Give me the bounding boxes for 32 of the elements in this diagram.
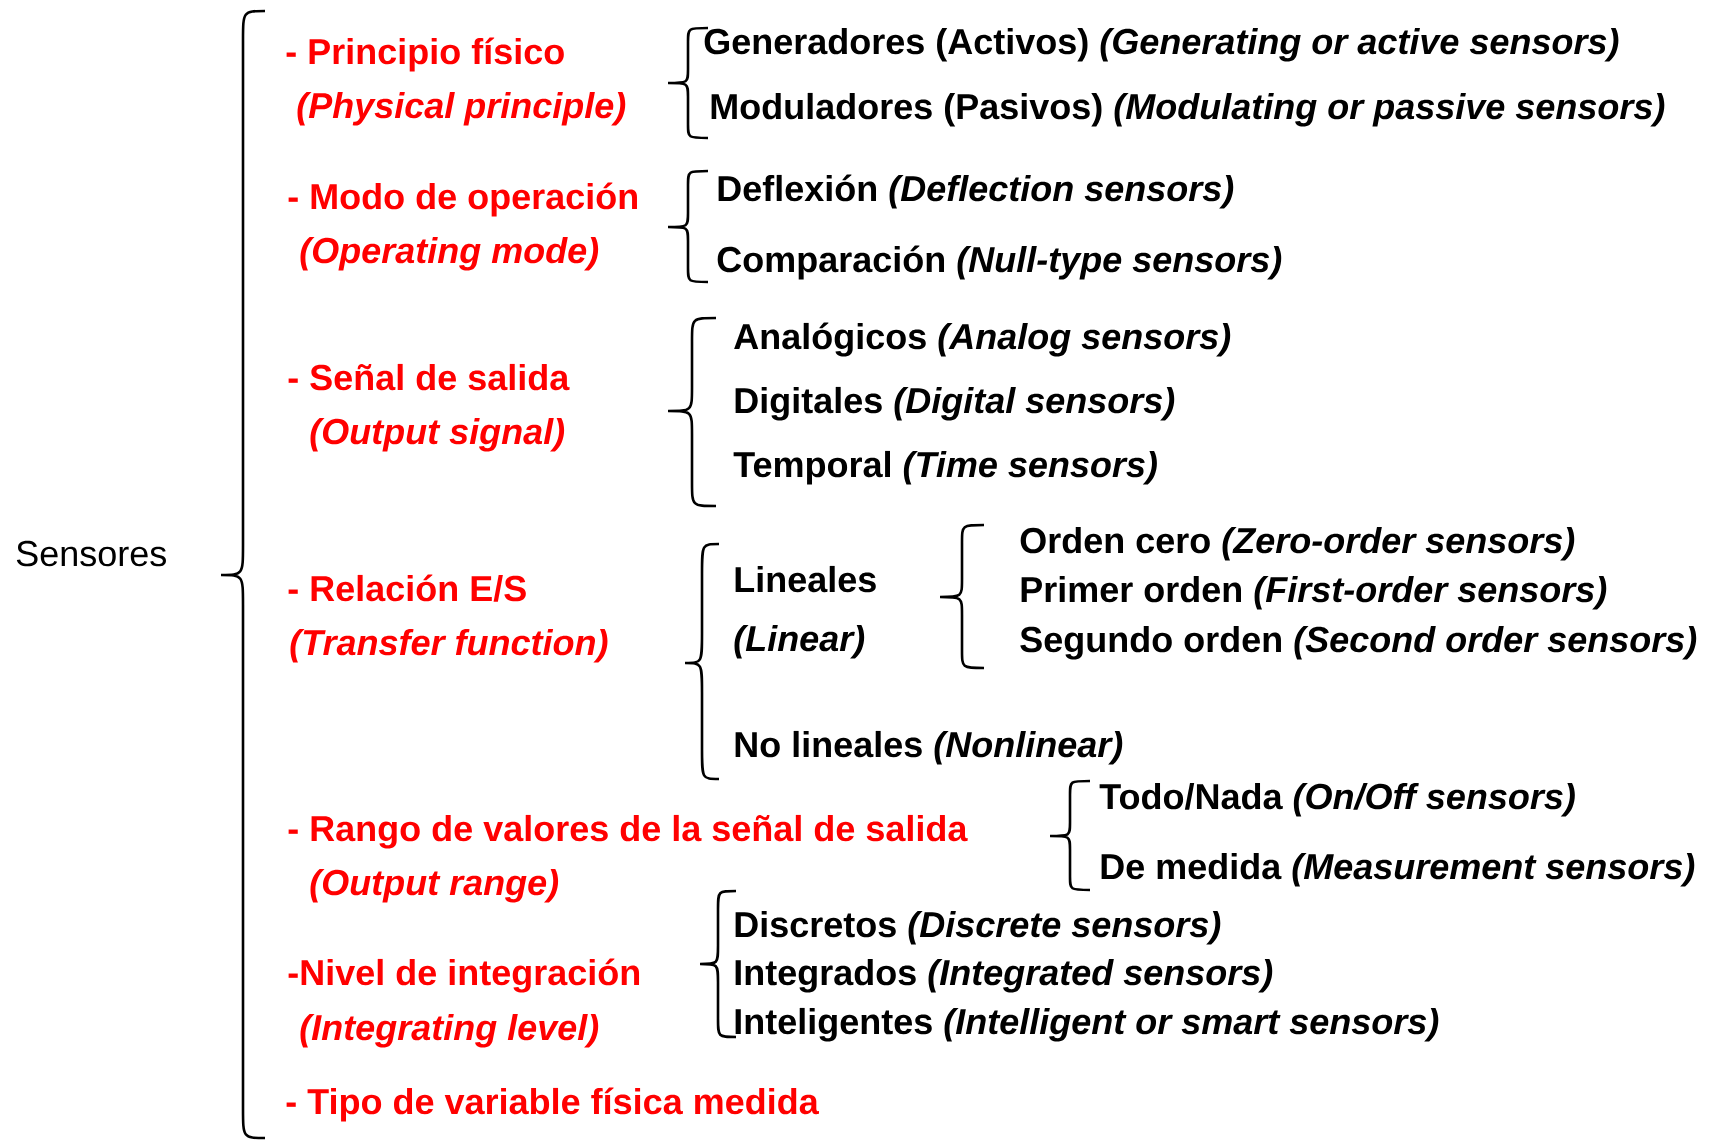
sensor-type-label: Generadores (Activos) (Generating or active sensors)	[704, 27, 1619, 62]
sensor-type-label: Moduladores (Pasivos) (Modulating or passive sensors)	[711, 92, 1665, 127]
category-label: (Transfer function)	[290, 628, 608, 663]
category-label: - Rango de valores de la señal de salida	[288, 814, 968, 849]
sensor-type-label: Integrados (Integrated sensors)	[735, 958, 1273, 993]
category-label: -Nivel de integración	[288, 958, 640, 993]
sensor-type-label: Primer orden (First-order sensors)	[1021, 575, 1607, 610]
sensor-type-label: Temporal (Time sensors)	[733, 450, 1157, 485]
sensor-type-label: Comparación (Null-type sensors)	[717, 245, 1282, 280]
category-label: (Operating mode)	[300, 236, 599, 271]
category-label: (Output range)	[310, 868, 559, 903]
sensor-type-label: De medida (Measurement sensors)	[1101, 852, 1695, 887]
category-label: - Tipo de variable física medida	[286, 1087, 819, 1122]
sensor-type-label: Lineales	[735, 565, 876, 593]
category-label: - Relación E/S	[288, 574, 526, 602]
sensor-type-label: Todo/Nada (On/Off sensors)	[1099, 782, 1575, 817]
sensor-type-label: Discretos (Discrete sensors)	[735, 910, 1221, 945]
category-label: (Integrating level)	[300, 1013, 599, 1048]
sensor-type-label: Deflexión (Deflection sensors)	[718, 174, 1234, 209]
category-label: (Physical principle)	[297, 91, 626, 126]
category-label: - Principio físico	[286, 37, 564, 72]
sensor-type-label: Analógicos (Analog sensors)	[734, 322, 1231, 357]
root-label: Sensores	[16, 540, 166, 567]
sensor-type-label: Segundo orden (Second order sensors)	[1020, 625, 1697, 660]
sensor-type-label: Inteligentes (Intelligent or smart sensors)	[735, 1007, 1439, 1042]
sensor-type-label: No lineales (Nonlinear)	[735, 730, 1123, 765]
category-label: (Output signal)	[310, 417, 565, 452]
sensor-type-label: Digitales (Digital sensors)	[735, 386, 1175, 421]
category-label: - Modo de operación	[288, 182, 637, 217]
category-label: - Señal de salida	[288, 363, 570, 391]
sensor-type-label: (Linear)	[734, 624, 865, 659]
sensor-type-label: Orden cero (Zero-order sensors)	[1020, 526, 1575, 561]
